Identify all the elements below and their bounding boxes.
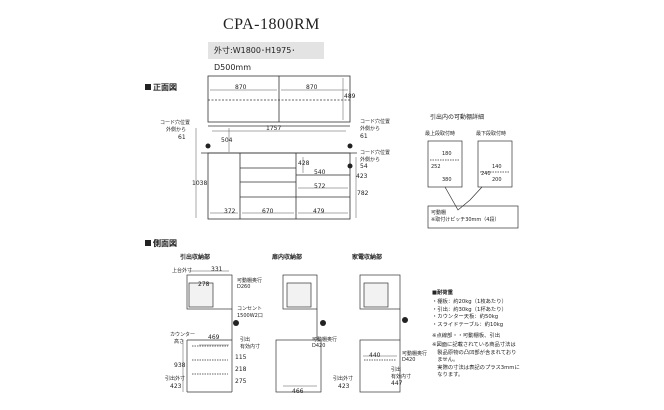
lower-cabinet [207,152,351,220]
side-466: 466 [292,388,304,395]
notes-heading: ■耐荷重 [432,290,453,296]
side-inner-label: 引出 [240,337,251,343]
dim-lower-left: 372 [224,208,236,215]
side-331: 331 [211,266,223,273]
outer-dimensions: 外寸:W1800･H1975･D500mm [208,42,324,72]
shelf-right-label: 最下段取付時 [476,131,507,137]
cord-label-left-2: 外側から [166,127,187,133]
side-col2-label: 扉内収納部 [272,254,303,261]
dim-lower-mid: 670 [262,208,274,215]
notes-line: ※点線部・・可動棚板、引出 [432,333,501,340]
cord-label-right-2: 外側から [360,126,381,132]
side-consent-label: コンセント [237,306,263,312]
dim-total-width: 1757 [266,125,282,132]
side-consent-val: 1500W2口 [237,313,263,319]
side-counter-label: カウンター [170,332,196,338]
kaden-shelf-val: D420 [402,357,416,363]
side-inner-label-2: 有効内寸 [240,344,261,350]
shelf-r-140: 140 [492,164,502,170]
door-shelf-val: D420 [312,343,326,349]
shelf-l-252: 252 [431,164,441,170]
side-938: 938 [174,362,186,369]
notes-line: 実際の寸法は表記のプラス3mmに [432,364,520,371]
shelf-l-180: 180 [442,151,452,157]
dim-428: 428 [298,160,310,167]
cord-label-left: コード穴位置 [160,120,191,126]
dim-upper-left-width: 870 [235,84,247,91]
side-section-heading: 側面図 [145,238,177,249]
side-top-label: 上台外寸 [172,268,193,274]
cord-right-54: 54 [360,163,368,170]
dim-lower-right: 479 [313,208,325,215]
dim-782: 782 [357,190,369,197]
cord-hole-right-lower [347,163,353,169]
shelf-note-1: 可動棚 [431,210,447,216]
shelf-detail-title: 引出内の可動棚詳細 [430,114,485,121]
dim-1038: 1038 [192,180,208,187]
cord-label-right-4: 外側から [360,157,381,163]
shelf-r-200: 200 [492,177,502,183]
cord-label-right-3: コード穴位置 [360,150,391,156]
side-447: 447 [391,380,403,387]
side-115: 115 [235,354,247,361]
side-counter-label-2: 高さ [174,339,185,345]
notes-line: ※図面に記載されている商品寸法は [432,342,516,349]
side-440: 440 [369,352,381,359]
notes-line: 製品原物の凸凹部が含まれており [432,349,517,356]
front-section-heading: 正面図 [145,82,177,93]
model-title: CPA-1800RM [223,16,320,33]
kaden-pull-label: 引出外寸 [333,376,354,382]
notes-line: ・引出：約30kg（1杯あたり） [432,306,507,313]
notes-line: ・棚板：約20kg（1枚あたり） [432,299,507,306]
side-469: 469 [208,334,220,341]
kaden-inner-label-2: 有効内寸 [391,374,412,380]
side-pull-label: 引出外寸 [165,376,186,382]
shelf-left-label: 最上段取付時 [425,131,456,137]
cord-right-423: 423 [356,173,368,180]
dim-upper-height: 489 [344,93,356,100]
cord-left-61: 61 [178,134,186,141]
door-shelf-label: 可動棚奥行 [312,337,338,343]
kaden-shelf-label: 可動棚奥行 [402,351,428,357]
shelf-r-240: 240 [481,171,491,177]
dim-upper-right-width: 870 [306,84,318,91]
side-218: 218 [235,366,247,373]
side-col3-label: 家電収納部 [352,254,383,261]
load-notes: ■耐荷重 ・棚板：約20kg（1枚あたり） ・引出：約30kg（1杯あたり） ・… [432,290,552,379]
cord-right-61: 61 [360,133,368,140]
side-shelf-depth-val: D260 [237,284,251,290]
dim-drawer2: 572 [314,183,326,190]
cord-label-right: コード穴位置 [360,119,391,125]
kaden-inner-label: 引出 [391,367,402,373]
side-col1-label: 引出収納部 [180,254,211,261]
notes-line: ません。 [432,357,459,364]
kaden-pull-val: 423 [338,383,350,390]
shelf-l-380: 380 [442,177,452,183]
notes-line: なります。 [432,372,464,379]
notes-line: ・スライドテーブル：約10kg [432,321,504,328]
cord-hole-right [347,143,353,149]
side-278: 278 [198,281,210,288]
shelf-note-2: ※取付けピッチ30mm（4段） [431,217,500,223]
dim-drawer: 540 [314,169,326,176]
side-shelf-depth-label: 可動棚奥行 [237,278,263,284]
side-275: 275 [235,378,247,385]
side-pull-val: 423 [170,383,182,390]
dim-504: 504 [221,137,233,144]
notes-line: ・カウンター天板：約50kg [432,314,499,321]
cord-hole-left [205,143,211,149]
